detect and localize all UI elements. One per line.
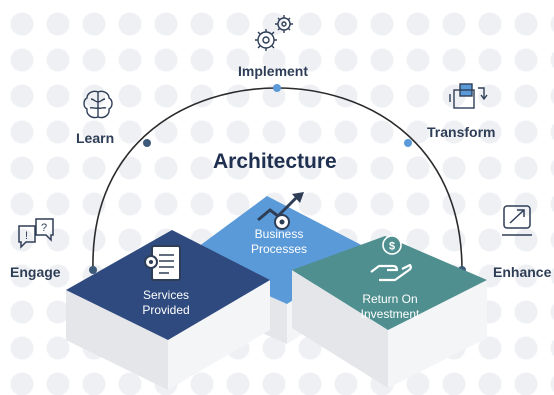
return-label-line2: Investment [361, 307, 420, 321]
return-top [292, 236, 487, 330]
block-services-provided [66, 230, 270, 390]
svg-text:?: ? [41, 222, 47, 234]
services-label-line2: Provided [142, 303, 189, 317]
stage-label-engage: Engage [10, 264, 61, 280]
services-label-line1: Services [143, 288, 189, 302]
dot-implement [273, 84, 281, 92]
brain-icon [83, 90, 113, 119]
gears-icon [255, 15, 293, 51]
dot-transform [404, 139, 412, 147]
dot-learn [143, 139, 151, 147]
document-icon [144, 245, 181, 281]
return-label-line1: Return On [362, 292, 417, 306]
services-top [66, 230, 270, 340]
stage-label-implement: Implement [238, 63, 309, 79]
expand-icon [502, 205, 532, 236]
stage-label-learn: Learn [76, 130, 115, 146]
stage-label-transform: Transform [427, 124, 496, 140]
business-label-line1: Business [255, 227, 304, 241]
business-label-line2: Processes [251, 242, 307, 256]
money-hand-icon: $ [370, 235, 412, 282]
svg-text:$: $ [389, 241, 395, 253]
stage-label-enhance: Enhance [493, 264, 552, 280]
growth-gear-icon [257, 192, 304, 230]
transform-icon [449, 83, 488, 109]
svg-text:!: ! [25, 230, 28, 242]
diagram-title: Architecture [213, 150, 337, 173]
block-return-on-investment [292, 236, 487, 388]
chat-icon: ! ? [18, 218, 54, 249]
dot-engage [89, 266, 97, 274]
